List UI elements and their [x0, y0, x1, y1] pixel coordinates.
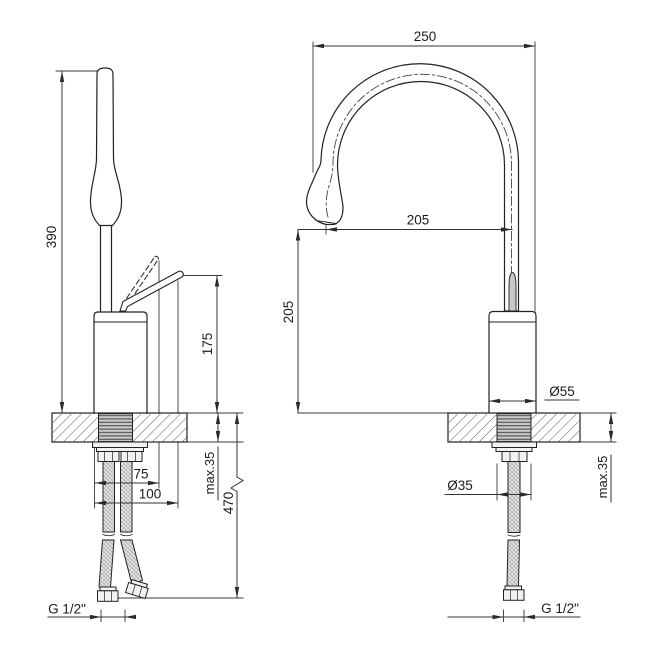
spout-centerline: [325, 73, 512, 302]
supply-hoses-front: [97, 461, 149, 602]
dim-label-o35: Ø35: [447, 478, 473, 493]
faucet-body-front: [93, 311, 148, 415]
countertop-side: [447, 412, 581, 443]
side-view: 250 205 205 Ø55 Ø35: [281, 29, 617, 622]
dim-label-o55: Ø55: [549, 384, 575, 399]
dim-label-390: 390: [44, 226, 59, 249]
mounting-shank-front: [98, 413, 133, 443]
spout-front-silhouette: [89, 67, 123, 227]
dim-label-max35-front: max.35: [202, 452, 217, 495]
front-view: 390 175 max.35 470 75 100: [44, 67, 244, 622]
lever-handle-side: [508, 271, 517, 312]
dim-label-470: 470: [221, 492, 236, 515]
dim-label-250: 250: [414, 29, 437, 44]
hose-nut-side: [503, 585, 525, 601]
supply-hose-right-lower: [119, 539, 144, 586]
faucet-body-side: [488, 310, 537, 413]
lever-handle: [119, 270, 184, 312]
dim-shank-diameter: Ø35: [444, 478, 532, 497]
dim-lever-tip-height: 175: [200, 275, 220, 414]
supply-hose-left-upper: [102, 461, 115, 533]
supply-hose-side: [503, 461, 525, 601]
dim-label-max35-side: max.35: [595, 456, 610, 499]
mounting-nuts-side: [491, 441, 537, 462]
hose-nut-right: [124, 578, 149, 600]
supply-hose-left-lower: [98, 539, 115, 588]
dim-label-thread-front: G 1/2": [48, 602, 86, 617]
dim-hose-drop-length: 470: [221, 412, 244, 599]
dim-overall-depth: 250: [312, 29, 536, 49]
dim-total-height: 390: [44, 70, 65, 414]
hose-nut-left: [97, 586, 119, 602]
spout-outlet-line: [318, 220, 337, 225]
dim-spout-reach: 205: [297, 213, 513, 232]
mounting-nuts-front: [92, 441, 148, 462]
riser-pipe-front: [99, 224, 113, 313]
dim-lever-raised-reach: 75: [94, 467, 160, 486]
supply-hose-side-upper: [507, 461, 521, 533]
dim-label-205-height: 205: [281, 301, 296, 324]
supply-hose-side-lower: [506, 539, 521, 587]
dim-label-75: 75: [133, 467, 148, 482]
countertop-front: [51, 412, 188, 443]
dim-label-100: 100: [139, 487, 162, 502]
dim-thread-front: G 1/2": [47, 602, 136, 622]
gooseneck-spout: [305, 63, 520, 312]
dim-label-thread-side: G 1/2": [541, 601, 579, 616]
mounting-shank-side: [496, 413, 532, 443]
dim-thread-side: G 1/2": [447, 601, 581, 622]
dim-label-175: 175: [200, 333, 215, 356]
dim-lever-reach: 100: [94, 487, 179, 506]
dim-spout-height: 205: [281, 229, 301, 414]
dim-body-diameter: Ø55: [488, 384, 580, 404]
dim-counter-thickness-front: max.35: [202, 412, 221, 501]
supply-hose-right-upper: [120, 461, 133, 533]
dim-label-205-reach: 205: [407, 213, 430, 228]
dim-counter-thickness-side: max.35: [595, 412, 614, 503]
